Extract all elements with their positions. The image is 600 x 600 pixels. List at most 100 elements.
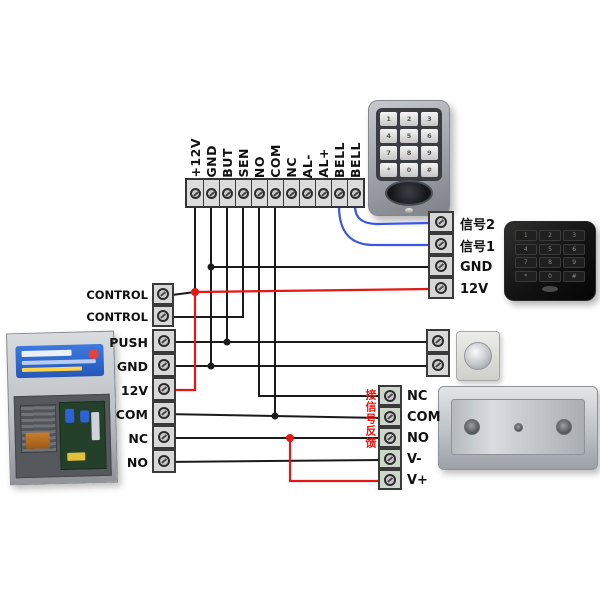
psu-terminal-label: GND bbox=[116, 358, 148, 374]
terminal-label-wrap: COM bbox=[268, 106, 283, 178]
wire-control-to-12v-node bbox=[171, 291, 196, 296]
keypad-key: 1 bbox=[380, 112, 398, 126]
terminal-cell bbox=[426, 329, 450, 353]
psu-terminal-row: 12V bbox=[98, 377, 176, 402]
terminal-cell: SEN bbox=[235, 148, 251, 206]
terminal-cell bbox=[378, 427, 402, 448]
terminal-cell bbox=[428, 255, 454, 277]
screw-terminal-icon bbox=[432, 335, 444, 347]
screw-terminal-icon bbox=[435, 238, 447, 250]
psu-terminal-row: NO bbox=[98, 449, 176, 474]
maglock-terminal-row: COM bbox=[378, 406, 441, 428]
terminal-cell: COM bbox=[267, 144, 283, 206]
maglock-terminal-row: NC bbox=[378, 385, 441, 407]
screw-terminal-icon bbox=[222, 187, 233, 199]
keypad-key: 8 bbox=[400, 146, 418, 160]
terminal-label-wrap: AL- bbox=[300, 106, 315, 178]
terminal-cell: BUT bbox=[219, 148, 235, 206]
keypad-key: 0 bbox=[400, 163, 418, 177]
maglock-terminal-strip: NC COM NO V- V+ bbox=[378, 385, 441, 491]
terminal-label: AL+ bbox=[316, 148, 331, 178]
reader-key: * bbox=[515, 270, 537, 282]
terminal-label-wrap: BELL bbox=[348, 106, 363, 178]
control-terminal-row: CONTROL bbox=[86, 283, 174, 306]
reader-key: 9 bbox=[563, 257, 585, 269]
reader-terminal-label: 信号1 bbox=[460, 239, 496, 255]
keypad-access-device: 1 2 3 4 5 6 7 8 9 * bbox=[368, 100, 450, 216]
terminal-cell bbox=[428, 211, 454, 233]
screw-terminal-icon bbox=[158, 383, 170, 395]
control-terminal-label: CONTROL bbox=[86, 288, 148, 302]
screw-terminal-icon bbox=[157, 310, 169, 322]
terminal-label: NO bbox=[252, 155, 267, 178]
terminal-label: NC bbox=[284, 157, 299, 178]
screw-terminal-icon bbox=[384, 410, 396, 423]
terminal-label-wrap: BUT bbox=[220, 106, 235, 178]
exit-button-device bbox=[456, 331, 500, 381]
terminal-label: AL- bbox=[300, 153, 315, 178]
reader-key: 4 bbox=[515, 243, 537, 255]
terminal-cell bbox=[378, 448, 402, 469]
control-terminal-row: CONTROL bbox=[86, 305, 174, 328]
screw-terminal-icon bbox=[350, 187, 361, 199]
reader-key: 7 bbox=[515, 257, 537, 269]
reader-key: 5 bbox=[539, 243, 561, 255]
terminal-cell bbox=[378, 469, 402, 490]
keypad-keys: 1 2 3 4 5 6 7 8 9 * bbox=[380, 112, 438, 177]
screw-terminal-icon bbox=[254, 187, 265, 199]
screw-terminal-icon bbox=[189, 187, 201, 199]
maglock-terminal-label: COM bbox=[407, 410, 441, 425]
terminal-label: COM bbox=[268, 144, 283, 178]
keypad-key: 7 bbox=[380, 146, 398, 160]
terminal-label-wrap: GND bbox=[204, 106, 219, 178]
screw-terminal-icon bbox=[157, 288, 169, 300]
junction-dot bbox=[207, 263, 215, 271]
terminal-cell bbox=[426, 353, 450, 377]
power-supply-terminal-strip: PUSH GND 12V COM NC bbox=[98, 329, 176, 474]
copper-coil-icon bbox=[25, 432, 51, 449]
maglock-terminal-label: NO bbox=[407, 431, 429, 446]
screw-terminal-icon bbox=[435, 282, 447, 294]
terminal-cell: GND bbox=[203, 145, 219, 206]
sticker-text-bar bbox=[21, 366, 83, 373]
card-reader-device: 1 2 3 4 5 6 7 8 9 * 0 # bbox=[504, 221, 596, 301]
reader-key: 1 bbox=[515, 230, 537, 242]
reader-terminal-label: 12V bbox=[460, 281, 489, 297]
terminal-label-wrap: AL+ bbox=[316, 106, 331, 178]
psu-terminal-row: PUSH bbox=[98, 329, 176, 354]
terminal-cell bbox=[152, 283, 174, 305]
terminal-label: +12V bbox=[187, 138, 203, 178]
screw-terminal-icon bbox=[384, 431, 396, 444]
psu-terminal-label: PUSH bbox=[109, 334, 148, 350]
terminal-cell bbox=[152, 425, 176, 449]
screw-terminal-icon bbox=[384, 389, 396, 402]
terminal-label-wrap: SEN bbox=[236, 106, 251, 178]
terminal-cell: +12V bbox=[187, 138, 203, 206]
screw-terminal-icon bbox=[384, 452, 396, 465]
psu-terminal-label: NC bbox=[128, 430, 148, 446]
capacitor-icon bbox=[65, 408, 75, 423]
psu-terminal-row: NC bbox=[98, 425, 176, 450]
keypad-key: 3 bbox=[420, 112, 438, 126]
terminal-cell bbox=[152, 449, 176, 473]
maglock-terminal-row: V- bbox=[378, 448, 441, 470]
maglock-terminal-row: NO bbox=[378, 427, 441, 449]
reader-terminal-label: 信号2 bbox=[460, 217, 496, 233]
maglock-terminal-row: V+ bbox=[378, 469, 441, 491]
screw-terminal-icon bbox=[286, 187, 297, 199]
maglock-terminal-label: V- bbox=[407, 452, 422, 467]
terminal-label: GND bbox=[204, 145, 219, 178]
terminal-cell bbox=[378, 406, 402, 427]
maglock-terminal-label: NC bbox=[407, 389, 428, 404]
terminal-cell: BELL bbox=[347, 142, 363, 206]
psu-terminal-row: GND bbox=[98, 353, 176, 378]
screw-terminal-icon bbox=[238, 187, 249, 199]
card-reader-terminal-strip: 信号2 信号1 GND 12V bbox=[428, 211, 496, 300]
doorbell-button-icon bbox=[405, 208, 413, 213]
keypad-key: 6 bbox=[420, 129, 438, 143]
terminal-label-wrap: NC bbox=[284, 106, 299, 178]
wire-com-rail-to-maglock bbox=[163, 413, 383, 419]
keypad-key: 5 bbox=[400, 129, 418, 143]
screw-terminal-icon bbox=[435, 216, 447, 228]
